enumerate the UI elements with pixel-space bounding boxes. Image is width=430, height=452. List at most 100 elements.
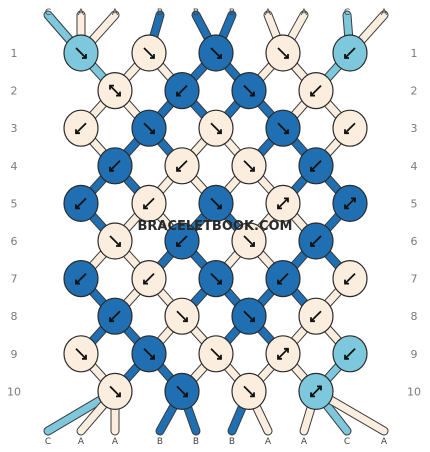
knot-arrow-icon xyxy=(210,272,222,285)
knot-arrow-icon xyxy=(176,385,188,398)
knot xyxy=(265,260,301,298)
row-label-left: 8 xyxy=(11,310,18,323)
knot xyxy=(131,109,167,147)
row-label-left: 9 xyxy=(11,348,18,361)
knot-arrow-icon xyxy=(109,310,121,323)
knot xyxy=(231,222,267,260)
row-label-right: 7 xyxy=(411,273,418,286)
strand-letter-bottom: C xyxy=(45,437,51,447)
knot-arrow-icon xyxy=(210,122,222,135)
strand-letter-bottom: C xyxy=(344,437,350,447)
knot-arrow-icon xyxy=(310,235,322,247)
knot-arrow-icon xyxy=(109,84,121,97)
knot-arrow-icon xyxy=(210,197,222,210)
knot xyxy=(298,297,334,335)
knot xyxy=(63,335,99,373)
knot xyxy=(198,184,234,222)
strand-letter-top: B xyxy=(157,8,163,18)
knot-arrow-icon xyxy=(243,385,255,398)
knot xyxy=(298,71,334,110)
row-label-right: 8 xyxy=(411,310,418,323)
strand-letter-bottom: B xyxy=(193,437,199,447)
knot xyxy=(298,147,334,185)
knot xyxy=(131,260,167,298)
knot-arrow-icon xyxy=(310,84,322,97)
knot-arrow-icon xyxy=(344,272,356,285)
knot xyxy=(332,34,368,72)
knot-arrow-icon xyxy=(277,122,289,135)
knot xyxy=(298,372,334,410)
knot xyxy=(332,184,368,222)
knot-arrow-icon xyxy=(75,272,87,285)
knot xyxy=(63,184,99,222)
knot xyxy=(131,184,167,222)
knot xyxy=(97,297,133,335)
knot xyxy=(63,260,99,298)
knot-arrow-icon xyxy=(143,348,155,360)
knot xyxy=(332,335,368,373)
knot-arrow-icon xyxy=(109,160,121,172)
row-label-right: 2 xyxy=(411,85,418,98)
row-label-left: 2 xyxy=(11,85,18,98)
row-label-right: 4 xyxy=(411,160,418,173)
knot-arrow-icon xyxy=(176,84,188,97)
knot-arrow-icon xyxy=(143,197,155,210)
row-label-left: 7 xyxy=(11,273,18,286)
row-label-left: 3 xyxy=(11,122,18,135)
knot xyxy=(265,34,301,72)
knot xyxy=(131,34,167,72)
knot-arrow-icon xyxy=(75,197,87,210)
knot xyxy=(164,372,200,410)
knot-arrow-icon xyxy=(143,122,155,135)
strand-letter-bottom: B xyxy=(229,437,235,447)
knot-arrow-icon xyxy=(243,160,255,172)
strand-letter-top: C xyxy=(344,8,350,18)
knot-arrow-icon xyxy=(277,197,289,210)
knot-arrow-icon xyxy=(75,348,87,360)
knot xyxy=(97,147,133,185)
knot xyxy=(231,71,267,110)
knot-arrow-icon xyxy=(176,160,188,172)
row-label-left: 10 xyxy=(7,385,21,398)
row-label-left: 5 xyxy=(11,197,18,210)
strand-letter-bottom: A xyxy=(301,437,308,447)
strand-letter-bottom: A xyxy=(78,437,85,447)
row-label-right: 1 xyxy=(411,47,418,60)
row-label-right: 10 xyxy=(407,385,421,398)
knot-arrow-icon xyxy=(344,122,356,135)
knot xyxy=(97,71,133,110)
knot-arrow-icon xyxy=(143,47,155,59)
knot xyxy=(265,109,301,147)
knot xyxy=(231,297,267,335)
knot-arrow-icon xyxy=(344,348,356,360)
knot xyxy=(97,222,133,260)
knot-arrow-icon xyxy=(310,385,322,398)
knot-arrow-icon xyxy=(109,235,121,247)
strand-letter-top: C xyxy=(45,8,51,18)
knot-arrow-icon xyxy=(75,47,87,59)
row-label-right: 6 xyxy=(411,235,418,248)
strand-letter-bottom: A xyxy=(265,437,272,447)
knot xyxy=(63,34,99,72)
knot-arrow-icon xyxy=(277,272,289,285)
row-label-right: 3 xyxy=(411,122,418,135)
knot xyxy=(231,372,267,410)
knot-arrow-icon xyxy=(109,385,121,398)
strand-letter-top: A xyxy=(78,8,85,18)
knot-arrow-icon xyxy=(277,47,289,59)
knot xyxy=(332,260,368,298)
knot xyxy=(164,71,200,110)
knot xyxy=(231,147,267,185)
knot-arrow-icon xyxy=(243,235,255,247)
watermark: BRACELETBOOK.COM xyxy=(138,219,293,234)
strand-letter-top: A xyxy=(301,8,308,18)
knot-arrow-icon xyxy=(310,310,322,323)
knot-arrow-icon xyxy=(75,122,87,135)
strand-letter-bottom: B xyxy=(157,437,163,447)
knot xyxy=(265,335,301,373)
knot xyxy=(164,297,200,335)
strand-letter-top: B xyxy=(193,8,199,18)
